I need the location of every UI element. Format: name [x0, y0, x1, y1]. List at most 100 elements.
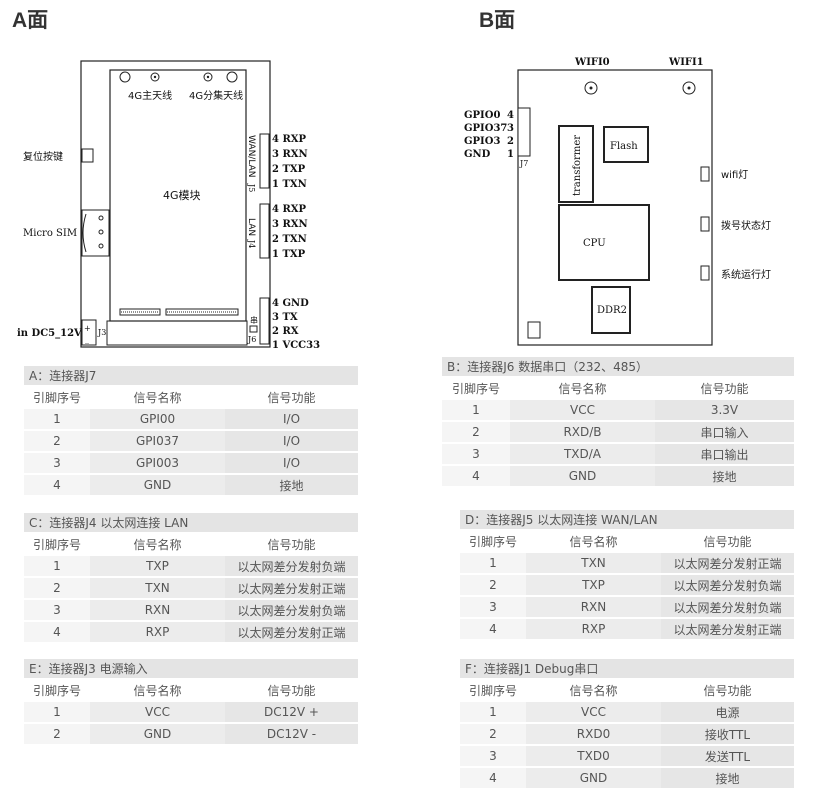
cell-function: DC12V + [225, 702, 358, 722]
j4-pin-1: 1 TXP [272, 249, 306, 260]
ant-main-label: 4G主天线 [128, 89, 172, 102]
table-a-caption: A：连接器J7 [24, 366, 358, 385]
cell-signal: TXD0 [526, 746, 661, 766]
cell-signal: TXP [526, 575, 661, 595]
cell-pin: 1 [460, 702, 526, 722]
led-sys-label: 系统运行灯 [721, 268, 771, 281]
cell-function: 串口输出 [655, 444, 794, 464]
header-signal: 信号名称 [526, 531, 661, 551]
cell-function: 以太网差分发射正端 [661, 553, 794, 573]
cell-signal: GND [90, 475, 225, 495]
board-diagrams: 4G主天线 4G分集天线 4G模块 + _ J3 复位按键 Micro SIM … [17, 57, 771, 351]
led-dial-shape [700, 216, 710, 232]
cell-pin: 2 [442, 422, 510, 442]
sim-label: Micro SIM [23, 228, 77, 239]
header-pin: 引脚序号 [442, 378, 510, 398]
cell-pin: 4 [24, 622, 90, 642]
j7-connector [517, 107, 531, 157]
board-a: 4G主天线 4G分集天线 4G模块 + _ J3 复位按键 Micro SIM … [17, 60, 320, 351]
cell-signal: GND [526, 768, 661, 788]
cell-pin: 3 [24, 453, 90, 473]
gpio-label-2: GPIO37 [464, 123, 507, 134]
ddr-label: DDR2 [597, 305, 627, 316]
sim-pin-2 [98, 229, 104, 235]
header-signal: 信号名称 [526, 680, 661, 700]
header-pin: 引脚序号 [460, 680, 526, 700]
cell-function: I/O [225, 409, 358, 429]
table-e-header: 引脚序号 信号名称 信号功能 [24, 680, 358, 700]
power-in-label: in DC5_12V [17, 328, 82, 339]
header-pin: 引脚序号 [24, 534, 90, 554]
cell-pin: 4 [442, 466, 510, 486]
wifi1-ring [682, 81, 696, 95]
table-c-caption: C：连接器J4 以太网连接 LAN [24, 513, 358, 532]
sim-pin-1 [98, 215, 104, 221]
gpio-label-1: GPIO0 [464, 110, 500, 121]
corner-pad [527, 321, 541, 339]
cell-function: 串口输入 [655, 422, 794, 442]
cell-pin: 3 [24, 600, 90, 620]
cell-function: 接地 [225, 475, 358, 495]
ant-main-dot-inner [153, 75, 157, 79]
cell-pin: 1 [24, 702, 90, 722]
bottom-connector-1 [119, 308, 161, 316]
wifi0-dot [589, 86, 593, 90]
cell-signal: GPI00 [90, 409, 225, 429]
table-b-caption: B：连接器J6 数据串口（232、485） [442, 357, 794, 376]
reset-label: 复位按键 [23, 150, 63, 163]
cell-signal: VCC [526, 702, 661, 722]
cell-function: 接地 [655, 466, 794, 486]
cell-pin: 2 [24, 431, 90, 451]
j3-label: J3 [97, 328, 106, 337]
j5-label: J5 [247, 183, 256, 192]
j3-connector [81, 319, 97, 346]
ant-div-ring [226, 71, 238, 83]
j5-pin-3: 3 RXN [272, 149, 308, 160]
j5-pin-4: 4 RXP [272, 134, 307, 145]
wifi0-ring [584, 81, 598, 95]
cell-pin: 4 [460, 768, 526, 788]
cell-signal: GND [90, 724, 225, 744]
header-pin: 引脚序号 [24, 387, 90, 407]
cell-pin: 3 [460, 746, 526, 766]
cell-signal: RXN [90, 600, 225, 620]
cell-signal: RXD/B [510, 422, 655, 442]
led-wifi-label: wifi灯 [721, 169, 748, 181]
cpu-box [558, 204, 650, 281]
header-pin: 引脚序号 [460, 531, 526, 551]
cell-function: DC12V - [225, 724, 358, 744]
j5-pin-2: 2 TXP [272, 164, 306, 175]
j5-pin-1: 1 TXN [272, 179, 307, 190]
cell-pin: 2 [24, 724, 90, 744]
cell-pin: 1 [460, 553, 526, 573]
flash-box [603, 126, 649, 163]
cell-function: 以太网差分发射负端 [661, 575, 794, 595]
gpio-label-4: GND [464, 149, 491, 160]
header-function: 信号功能 [225, 680, 358, 700]
header-signal: 信号名称 [90, 680, 225, 700]
j4-label: J4 [247, 239, 256, 248]
cell-signal: GPI037 [90, 431, 225, 451]
led-wifi-shape [700, 166, 710, 182]
wifi1-dot [687, 86, 691, 90]
j3-plus: + [84, 324, 91, 333]
j6-pin-4: 4 GND [272, 298, 309, 309]
cell-signal: RXN [526, 597, 661, 617]
ant-div-dot-inner [206, 75, 210, 79]
j6-pin-2: 2 RX [272, 326, 299, 337]
transformer-label: transformer [572, 135, 583, 196]
